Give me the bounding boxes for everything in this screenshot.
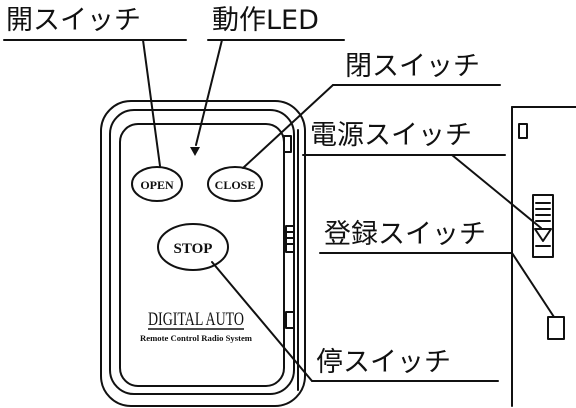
stop-button[interactable] — [157, 223, 229, 271]
side-slider — [285, 225, 295, 253]
side-notch-bottom — [285, 311, 295, 329]
brand-logo: DIGITAL AUTO — [148, 309, 244, 330]
close-button-label: CLOSE — [215, 178, 256, 192]
power-switch-label: 電源スイッチ — [310, 120, 472, 151]
side-notch-top — [283, 135, 292, 153]
remote-body — [100, 100, 306, 407]
power-switch-leader — [451, 154, 542, 229]
register-switch-leader — [511, 252, 555, 318]
stop-switch-label: 停スイッチ — [316, 347, 451, 378]
register-switch-label: 登録スイッチ — [324, 219, 486, 250]
open-button[interactable] — [131, 166, 183, 202]
open-switch-leader — [142, 39, 161, 167]
led-indicator — [190, 147, 200, 156]
open-button-label: OPEN — [140, 178, 174, 192]
power-switch-slider[interactable] — [532, 194, 554, 258]
open-switch-label: 開スイッチ — [6, 5, 141, 36]
close-switch-leader — [242, 84, 334, 169]
stop-button-label: STOP — [174, 241, 213, 257]
led-leader — [195, 39, 223, 146]
led-label: 動作LED — [212, 5, 319, 36]
brand-tagline: Remote Control Radio System — [140, 334, 252, 343]
register-switch-button[interactable] — [547, 316, 565, 340]
close-button[interactable] — [207, 166, 263, 202]
close-switch-label: 閉スイッチ — [345, 51, 480, 82]
side-view-panel — [511, 106, 576, 407]
stop-switch-leader — [211, 261, 313, 382]
